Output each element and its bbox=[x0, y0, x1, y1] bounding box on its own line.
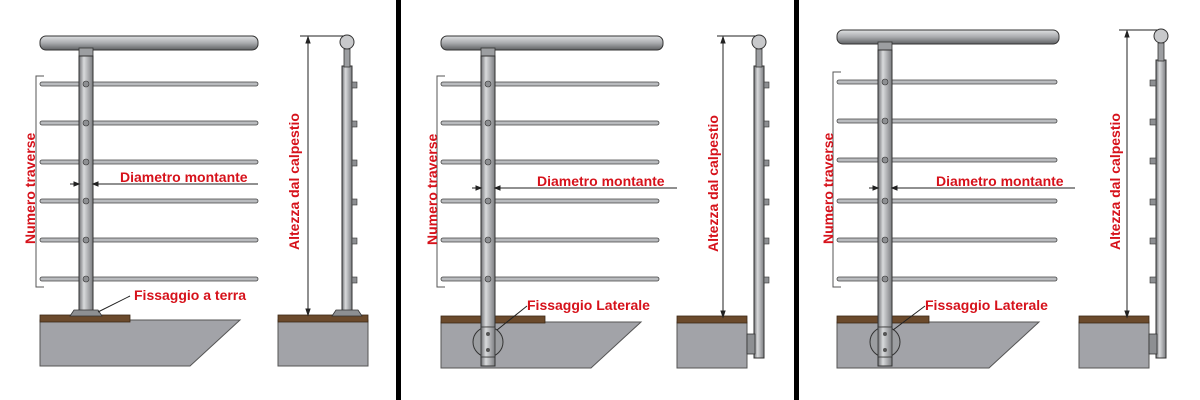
cross-rods bbox=[39, 81, 259, 282]
panel-side-mount-2: Numero traverse Diametro montante Altezz… bbox=[799, 0, 1200, 400]
side-wood bbox=[676, 315, 748, 324]
concrete-slab bbox=[836, 321, 1041, 369]
handrail bbox=[440, 35, 664, 51]
numero-traverse-label: Numero traverse bbox=[22, 132, 38, 244]
side-rod-ends bbox=[1149, 79, 1157, 284]
fixing-leader bbox=[496, 305, 528, 331]
handrail bbox=[39, 35, 259, 51]
fixing-leader bbox=[892, 305, 926, 331]
diametro-montante-label: Diametro montante bbox=[537, 173, 665, 189]
height-dimension bbox=[717, 35, 755, 319]
numero-traverse-label: Numero traverse bbox=[424, 133, 440, 245]
side-slab bbox=[1078, 321, 1150, 369]
panel-side-mount: Numero traverse Diametro montante Altezz… bbox=[401, 0, 794, 400]
concrete-slab bbox=[440, 321, 643, 369]
rod-holders bbox=[82, 80, 90, 283]
altezza-calpestio-label: Altezza dal calpestio bbox=[286, 113, 302, 250]
post bbox=[78, 55, 94, 313]
altezza-calpestio-label: Altezza dal calpestio bbox=[1107, 113, 1123, 250]
diameter-dimension bbox=[869, 185, 1075, 191]
side-base bbox=[331, 309, 363, 317]
side-post bbox=[753, 65, 765, 359]
rod-holders bbox=[881, 78, 889, 283]
handrail-saddle bbox=[480, 47, 496, 57]
traverse-bracket bbox=[832, 71, 841, 288]
panel-floor-mount: Numero traverse Diametro montante Altezz… bbox=[0, 0, 396, 400]
side-rod-ends bbox=[351, 81, 358, 284]
diametro-montante-label: Diametro montante bbox=[936, 173, 1064, 189]
side-slab bbox=[676, 321, 748, 369]
side-wood bbox=[1078, 315, 1150, 324]
height-dimension bbox=[1119, 29, 1157, 319]
post bbox=[480, 55, 496, 367]
fissaggio-label: Fissaggio Laterale bbox=[925, 297, 1048, 313]
base-plate bbox=[69, 309, 103, 317]
side-rod-ends bbox=[763, 81, 770, 284]
diameter-dimension bbox=[70, 181, 258, 187]
railing-side-mount-drawing-2 bbox=[832, 28, 1169, 369]
side-cap bbox=[751, 34, 767, 50]
traverse-bracket bbox=[436, 75, 445, 288]
diametro-montante-label: Diametro montante bbox=[120, 169, 248, 185]
height-dimension bbox=[300, 35, 343, 317]
numero-traverse-label: Numero traverse bbox=[820, 132, 836, 244]
fissaggio-label: Fissaggio a terra bbox=[134, 287, 247, 303]
side-post bbox=[1155, 59, 1167, 359]
side-post bbox=[341, 65, 353, 313]
side-cap bbox=[1153, 28, 1169, 44]
rod-holders bbox=[484, 80, 492, 283]
fixing-leader bbox=[97, 295, 131, 313]
handrail bbox=[836, 29, 1060, 45]
diameter-dimension bbox=[472, 185, 677, 191]
handrail-saddle bbox=[877, 41, 893, 51]
handrail-saddle bbox=[78, 47, 94, 57]
traverse-bracket bbox=[35, 75, 44, 288]
side-cap bbox=[339, 34, 355, 50]
side-slab bbox=[277, 319, 369, 367]
concrete-slab bbox=[39, 319, 242, 367]
side-bracket bbox=[746, 333, 756, 355]
altezza-calpestio-label: Altezza dal calpestio bbox=[705, 115, 721, 252]
post bbox=[877, 49, 893, 367]
side-wood bbox=[277, 314, 369, 323]
side-bracket bbox=[1148, 333, 1158, 355]
fissaggio-label: Fissaggio Laterale bbox=[527, 297, 650, 313]
railing-floor-mount-drawing bbox=[35, 34, 369, 367]
railing-side-mount-drawing bbox=[436, 34, 770, 369]
